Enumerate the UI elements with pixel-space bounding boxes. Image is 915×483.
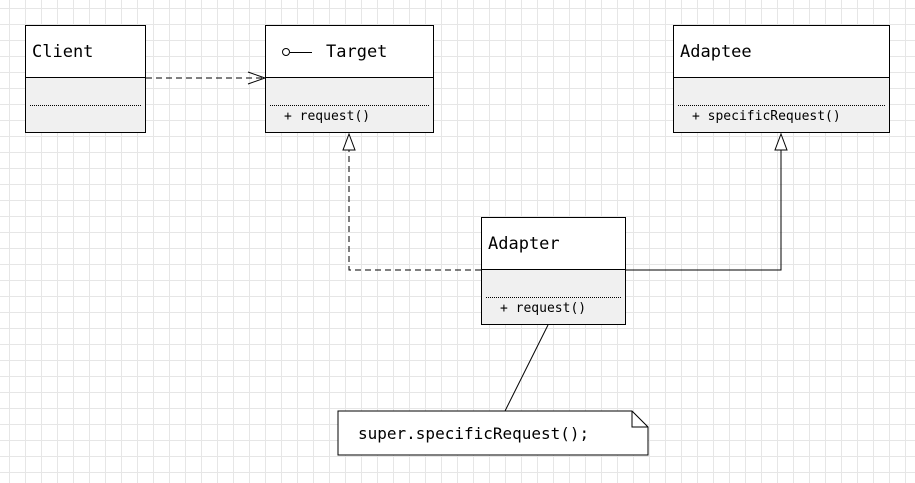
adapter-target-realization-line[interactable] (348, 150, 481, 271)
class-adaptee[interactable]: Adaptee + specificRequest() (673, 25, 890, 133)
class-client-header[interactable]: Client (26, 26, 145, 78)
class-adaptee-operation: + specificRequest() (692, 109, 841, 124)
class-adaptee-attr-separator (678, 105, 885, 106)
class-adapter-name: Adapter (488, 233, 560, 254)
class-target-name: Target (326, 41, 388, 62)
note-text: super.specificRequest(); (358, 423, 590, 443)
class-client-name: Client (32, 41, 94, 62)
class-client[interactable]: Client (25, 25, 146, 133)
class-client-attr-separator (30, 105, 141, 106)
realization-triangle-icon (342, 132, 356, 151)
class-target[interactable]: Target + request() (265, 25, 434, 133)
class-target-header[interactable]: Target (266, 26, 433, 78)
class-adapter[interactable]: Adapter + request() (481, 217, 626, 325)
class-target-attr-separator (270, 105, 429, 106)
class-adapter-operation: + request() (500, 301, 587, 316)
note-shape[interactable] (337, 410, 649, 456)
interface-lollipop-icon (282, 46, 314, 58)
class-adaptee-name: Adaptee (680, 41, 752, 62)
class-adapter-header[interactable]: Adapter (482, 218, 625, 270)
adapter-adaptee-generalization-line[interactable] (625, 150, 782, 271)
class-target-operation: + request() (284, 109, 371, 124)
class-adapter-attr-separator (486, 297, 621, 298)
generalization-triangle-icon (774, 132, 788, 151)
note-fold-corner (631, 411, 648, 428)
note-anchor-line[interactable] (504, 324, 549, 412)
class-adaptee-header[interactable]: Adaptee (674, 26, 889, 78)
